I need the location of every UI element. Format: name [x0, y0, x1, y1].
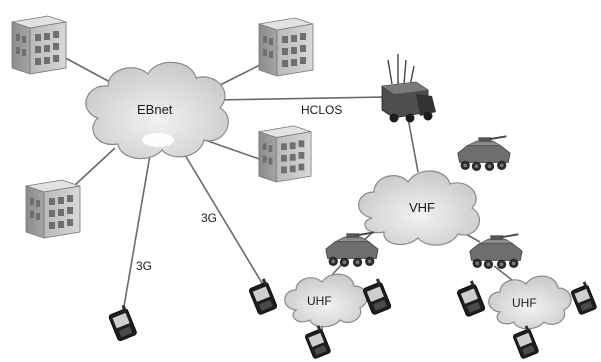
- armored-vehicle-icon: [324, 231, 380, 268]
- ebnet-cloud-highlight: [142, 133, 174, 147]
- link-vehicle-uhf-right: [493, 265, 513, 281]
- link-building-top-left: [59, 54, 111, 83]
- link-vehicle-uhf-left: [331, 263, 343, 276]
- handheld-radio-icon: [360, 277, 393, 316]
- uhf-label-left: UHF: [307, 294, 332, 308]
- building-icon: [258, 125, 312, 183]
- uhf-label-right: UHF: [512, 296, 537, 310]
- 3g-link-label-left: 3G: [136, 259, 153, 273]
- link-building-bottom-right: [204, 139, 263, 161]
- link-3g-left: [121, 154, 151, 319]
- vhf-label: VHF: [409, 200, 435, 215]
- hclos-link-label: HCLOS: [301, 103, 343, 117]
- 3g-link-label-right: 3G: [201, 211, 218, 225]
- handheld-radio-icon: [106, 303, 138, 343]
- handheld-radio-icon: [510, 324, 540, 360]
- building-icon: [11, 15, 67, 75]
- building-icon: [258, 17, 314, 77]
- building-icon: [25, 179, 81, 239]
- armored-vehicle-icon: [456, 135, 512, 172]
- ebnet-label: EBnet: [137, 102, 173, 117]
- handheld-radio-icon: [302, 324, 332, 360]
- handheld-radio-icon: [246, 277, 279, 316]
- truck-antenna-icon: [381, 54, 436, 123]
- link-hclos: [214, 96, 386, 101]
- armored-vehicle-icon: [468, 233, 524, 270]
- uhf-cloud-right: [488, 275, 572, 330]
- link-truck-vhf: [407, 117, 419, 173]
- link-3g-right: [181, 149, 266, 289]
- ebnet-cloud: [85, 61, 229, 160]
- handheld-radio-icon: [454, 279, 487, 318]
- handheld-radio-icon: [568, 280, 598, 316]
- link-building-bottom-left: [74, 147, 116, 186]
- vhf-cloud: [358, 170, 480, 246]
